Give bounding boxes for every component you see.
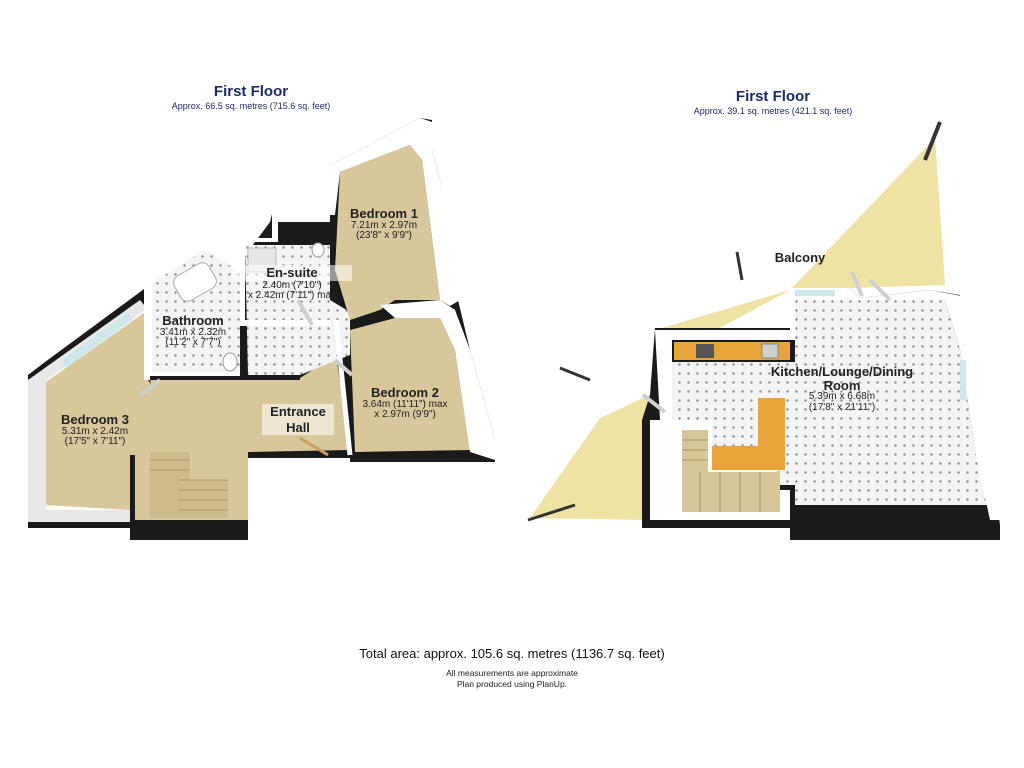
bedroom1-floor [335, 145, 440, 320]
balcony-floor [530, 138, 945, 520]
toilet-icon [222, 352, 238, 372]
bedroom2-walls [380, 300, 495, 460]
kitchen-dim-ft: (17'8" x 21'11") [808, 401, 876, 413]
sink-icon [761, 343, 779, 359]
bedroom3-name: Bedroom 3 [61, 412, 129, 427]
room-label-hall: Entrance Hall [262, 404, 334, 436]
right-window-1 [795, 290, 835, 296]
balcony-rail-3 [559, 366, 591, 382]
room-label-kitchen: Kitchen/Lounge/Dining Room 5.39m x 6.68m… [752, 365, 932, 413]
measurement-note: All measurements are approximate [446, 668, 578, 678]
room-label-bedroom3: Bedroom 3 5.31m x 2.42m (17'5" x 7'11") [50, 413, 140, 448]
right-floorplan [527, 121, 1005, 540]
balcony-rail-1 [923, 121, 942, 161]
right-floor-area: Approx. 39.1 sq. metres (421.1 sq. feet) [693, 106, 853, 116]
right-door-3 [641, 393, 667, 414]
kitchen-island [710, 398, 785, 470]
ensuite-dim-m: 2.40m (7'10") [262, 279, 322, 291]
bathroom-name: Bathroom [162, 313, 224, 328]
left-door-2 [296, 299, 314, 326]
bedroom1-dim-ft: (23'8" x 9'9") [356, 230, 412, 242]
bedroom2-floor [350, 318, 470, 452]
left-stairs [150, 452, 228, 518]
right-window-2 [960, 360, 966, 400]
bath-icon [173, 262, 217, 302]
left-door-3 [333, 358, 354, 377]
balcony-rail-4 [527, 503, 576, 522]
right-floor-title: First Floor [735, 88, 811, 105]
left-floor-area: Approx. 66.5 sq. metres (715.6 sq. feet) [171, 101, 331, 111]
ensuite-name: En-suite [232, 265, 352, 281]
bedroom3-floor [46, 310, 158, 510]
room-label-balcony: Balcony [760, 251, 840, 265]
balcony-name: Balcony [774, 250, 826, 265]
left-door-1 [138, 378, 162, 397]
bathroom-dim-ft: (11'2" x 7'7") [165, 337, 221, 349]
room-label-ensuite: En-suite 2.40m (7'10") x 2.42m (7'11") m… [232, 265, 352, 302]
total-area: Total area: approx. 105.6 sq. metres (11… [359, 646, 665, 661]
bedroom2-dim-ft: x 2.97m (9'9") [374, 409, 436, 421]
ensuite-toilet-icon [311, 242, 325, 258]
left-floorplan [28, 118, 495, 540]
bedroom2-name: Bedroom 2 [371, 385, 439, 400]
room-label-bedroom2: Bedroom 2 3.64m (11'11") max x 2.97m (9'… [348, 386, 462, 421]
kitchen-name-line2: Room [823, 377, 861, 393]
hall-name-line2: Hall [262, 419, 334, 436]
bedroom3-dim-m: 5.31m x 2.42m [61, 425, 129, 437]
left-front-door [299, 436, 329, 457]
bedroom1-name: Bedroom 1 [350, 206, 418, 221]
bedroom1-walls [330, 118, 460, 306]
ensuite-dim-ft: x 2.42m (7'11") max [247, 290, 337, 302]
right-stairs [682, 430, 780, 512]
balcony-rail-2 [735, 251, 744, 281]
bedroom2-dim-m: 3.64m (11'11") max [362, 398, 448, 410]
room-label-bathroom: Bathroom 3.41m x 2.32m (11'2" x 7'7") [152, 314, 234, 349]
right-door-1 [850, 271, 864, 297]
bathroom-floor [150, 248, 240, 372]
bedroom1-dim-m: 7.21m x 2.97m [350, 219, 418, 231]
bathroom-dim-m: 3.41m x 2.32m [159, 326, 227, 338]
bedroom3-window [62, 312, 132, 368]
hall-name-line1: Entrance [262, 404, 334, 420]
room-label-bedroom1: Bedroom 1 7.21m x 2.97m (23'8" x 9'9") [334, 207, 434, 242]
bedroom3-dim-ft: (17'5" x 7'11") [64, 436, 126, 448]
kitchen-dim-m: 5.39m x 6.68m [808, 391, 876, 403]
kitchen-name-line1: Kitchen/Lounge/Dining [770, 364, 914, 379]
ensuite-walls [240, 214, 330, 326]
planup-credit: Plan produced using PlanUp. [456, 679, 568, 689]
hall-wall-line [333, 319, 353, 456]
hob-icon [696, 344, 714, 358]
left-floor-title: First Floor [213, 83, 289, 100]
right-door-2 [868, 278, 892, 302]
